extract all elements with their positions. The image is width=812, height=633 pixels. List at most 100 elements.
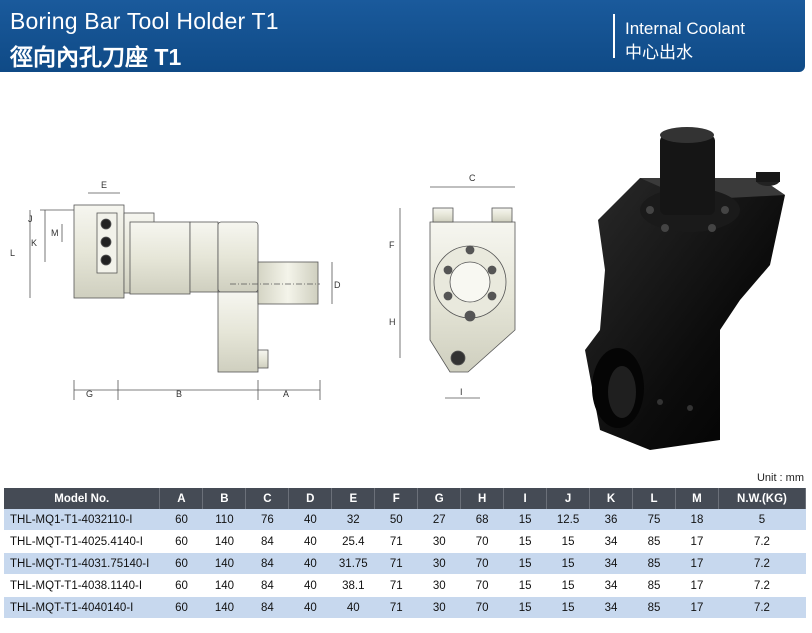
side-view <box>29 192 333 400</box>
table-row: THL-MQT-T1-4025.4140-I 60 140 84 40 25.4… <box>4 530 806 553</box>
cell: 32 <box>331 509 375 531</box>
cell: 15 <box>546 552 590 575</box>
cell: 18 <box>675 509 719 531</box>
cell: 7.2 <box>718 552 806 575</box>
render-shank-top <box>660 127 714 143</box>
cell: 85 <box>632 596 676 619</box>
cell: 34 <box>589 596 633 619</box>
cell: 34 <box>589 574 633 597</box>
side-view-body-2 <box>189 221 219 293</box>
cell-model: THL-MQT-T1-4040140-I <box>4 596 160 619</box>
col-header-c: C <box>245 488 290 509</box>
cell: 15 <box>503 596 547 619</box>
cell: 30 <box>417 530 461 553</box>
cell: 85 <box>632 552 676 575</box>
front-view-tab-right <box>491 207 513 223</box>
unit-note: Unit : mm <box>756 472 804 484</box>
cell: 140 <box>202 552 246 575</box>
cell: 84 <box>245 574 289 597</box>
col-header-d: D <box>288 488 333 509</box>
render-screw-1 <box>657 399 663 405</box>
label-j: J <box>28 214 33 224</box>
front-view-tab-left <box>432 207 454 223</box>
side-view-screw <box>257 349 269 369</box>
cell: 25.4 <box>331 530 375 553</box>
col-header-h: H <box>460 488 505 509</box>
product-render <box>585 127 785 450</box>
label-d: D <box>334 280 341 290</box>
label-m: M <box>51 228 59 238</box>
render-hole-4 <box>708 224 716 232</box>
front-view-hole-6 <box>464 310 476 322</box>
cell: 60 <box>159 509 203 531</box>
side-view-flange <box>217 221 259 293</box>
label-b: B <box>176 389 182 399</box>
cell: 60 <box>159 596 203 619</box>
cell: 71 <box>374 596 418 619</box>
col-header-e: E <box>331 488 376 509</box>
render-shank <box>660 135 715 215</box>
spec-table: Model No. A B C D E F G H I J K L M N.W.… <box>4 488 807 619</box>
cell-model: THL-MQT-T1-4025.4140-I <box>4 530 160 553</box>
front-view-hole-4 <box>487 291 497 301</box>
render-bore-inner <box>608 366 636 418</box>
cell: 60 <box>159 530 203 553</box>
cell-model: THL-MQT-T1-4031.75140-I <box>4 552 160 575</box>
title-cn-suffix: T1 <box>154 44 182 70</box>
cell: 36 <box>589 509 633 531</box>
side-view-lower-leg <box>217 291 259 373</box>
cell: 68 <box>460 509 504 531</box>
cell-model: THL-MQT-T1-4038.1140-I <box>4 574 160 597</box>
cell: 60 <box>159 574 203 597</box>
col-header-f: F <box>374 488 419 509</box>
cell: 140 <box>202 574 246 597</box>
cell: 76 <box>245 509 289 531</box>
title-cn-prefix: 徑向內孔刀座 <box>10 44 148 70</box>
header-banner: Boring Bar Tool Holder T1 徑向內孔刀座 T1 Inte… <box>0 0 805 72</box>
cell: 84 <box>245 552 289 575</box>
cell: 85 <box>632 530 676 553</box>
label-h: H <box>389 317 396 327</box>
table-row: THL-MQT-T1-4040140-I 60 140 84 40 40 71 … <box>4 596 806 619</box>
cell: 7.2 <box>718 596 806 619</box>
table-row: THL-MQ1-T1-4032110-I 60 110 76 40 32 50 … <box>4 509 806 531</box>
front-view-bore <box>449 261 491 303</box>
title-en: Boring Bar Tool Holder T1 <box>10 8 279 34</box>
render-screw-2 <box>687 405 693 411</box>
label-g: G <box>86 389 93 399</box>
cell: 38.1 <box>331 574 375 597</box>
front-view-labels: C F H I <box>389 173 476 397</box>
col-header-k: K <box>589 488 634 509</box>
col-header-model: Model No. <box>4 488 161 509</box>
cell: 110 <box>202 509 246 531</box>
label-k: K <box>31 238 37 248</box>
cell: 15 <box>503 574 547 597</box>
cell: 30 <box>417 574 461 597</box>
col-header-nw: N.W.(KG) <box>718 488 807 509</box>
cell: 40 <box>331 596 375 619</box>
cell: 85 <box>632 574 676 597</box>
cell: 5 <box>718 509 806 531</box>
table-header-row: Model No. A B C D E F G H I J K L M N.W.… <box>4 488 807 509</box>
cell: 27 <box>417 509 461 531</box>
cell: 15 <box>546 530 590 553</box>
cell: 75 <box>632 509 676 531</box>
cell: 30 <box>417 552 461 575</box>
cell: 15 <box>503 509 547 531</box>
cell: 17 <box>675 574 719 597</box>
label-e: E <box>101 180 107 190</box>
cell: 140 <box>202 596 246 619</box>
label-f: F <box>389 240 395 250</box>
render-hole-3 <box>661 224 669 232</box>
cell: 34 <box>589 552 633 575</box>
render-hole-1 <box>646 206 654 214</box>
render-coolant-block <box>756 172 780 182</box>
col-header-g: G <box>417 488 462 509</box>
col-header-b: B <box>202 488 247 509</box>
cell: 40 <box>288 574 332 597</box>
cell: 15 <box>503 552 547 575</box>
cell: 34 <box>589 530 633 553</box>
title-cn: 徑向內孔刀座 T1 <box>10 38 181 72</box>
cell: 70 <box>460 552 504 575</box>
technical-drawing: E J K M L D G B A C F H I <box>10 127 785 450</box>
